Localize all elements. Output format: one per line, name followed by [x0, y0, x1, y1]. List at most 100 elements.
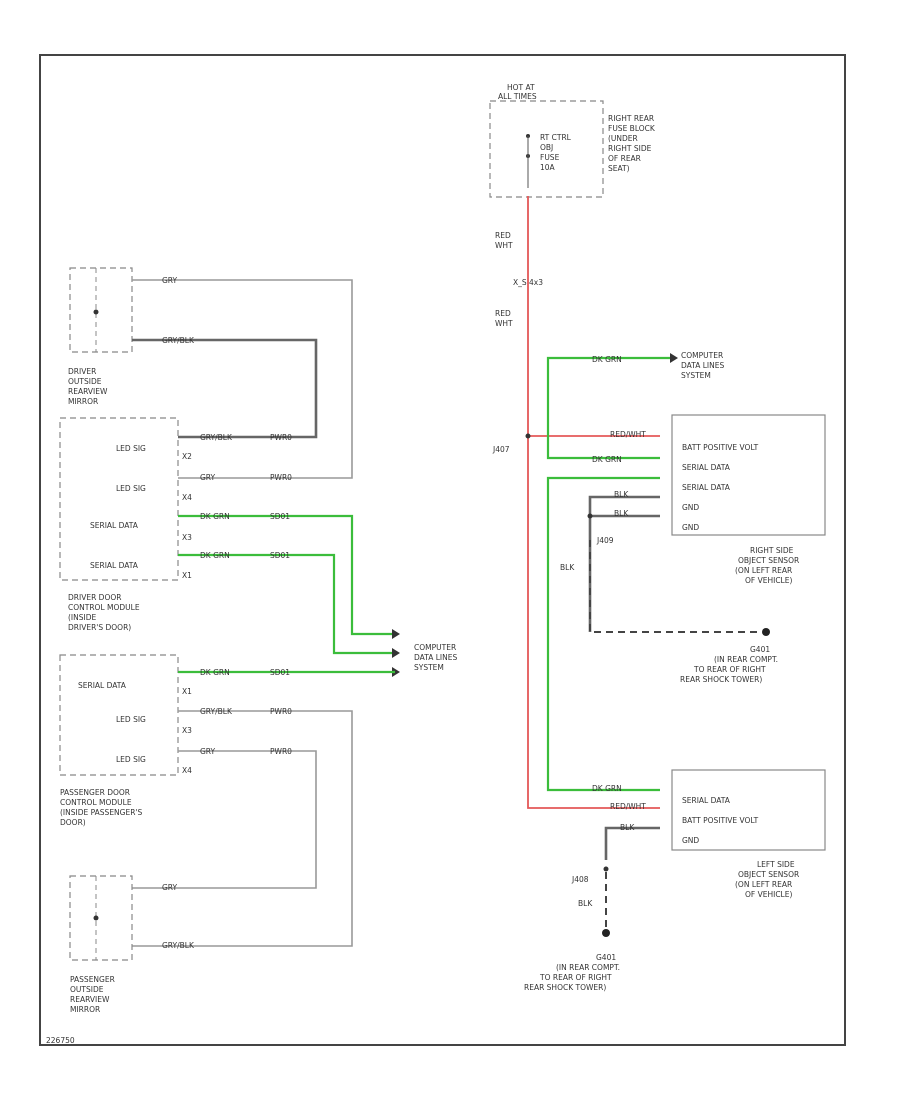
driver-door-pinid-1: X2	[182, 452, 192, 461]
passenger-door-label-4: DOOR)	[60, 818, 86, 827]
driver-door-box	[59, 417, 179, 581]
fuse-location-2: FUSE BLOCK	[608, 124, 656, 133]
right-ground-4: REAR SHOCK TOWER)	[680, 675, 762, 684]
driver-mirror-label-3: REARVIEW	[68, 387, 108, 396]
diagram-frame	[39, 54, 846, 1046]
data-links-ref-upper: COMPUTER DATA LINES SYSTEM	[681, 351, 724, 380]
fuse-hot-label: HOT AT	[507, 83, 535, 92]
arrow-data-links-3	[392, 667, 400, 677]
passenger-mirror-label-4: MIRROR	[70, 1005, 100, 1014]
right-ground-3: TO REAR OF RIGHT	[693, 665, 766, 674]
wire-label-blk-1: BLK	[614, 490, 629, 499]
right-ground-label: G401 (IN REAR COMPT. TO REAR OF RIGHT RE…	[680, 645, 778, 684]
left-sensor-pin-1: SERIAL DATA	[682, 796, 731, 805]
left-ground-2: (IN REAR COMPT.	[556, 963, 620, 972]
wire-label-dkgrn-3: DK GRN	[592, 784, 622, 793]
data-links-ref-center: COMPUTER DATA LINES SYSTEM	[414, 643, 457, 672]
left-gnd-node	[603, 866, 609, 872]
fuse-hot-sub: ALL TIMES	[498, 92, 537, 101]
passenger-door-pinid-3: X4	[182, 766, 192, 775]
driver-door-pin-2: LED SIG	[116, 484, 146, 493]
passenger-door-label-3: (INSIDE PASSENGER'S	[60, 808, 142, 817]
wire-label-gryblk-3: GRY/BLK	[200, 707, 233, 716]
driver-mirror-wire-gry	[132, 279, 353, 479]
wire-label-dkgrn-4: DK GRN	[200, 512, 230, 521]
wire-label-pwr-3: PWR0	[270, 707, 292, 716]
passenger-mirror-label-2: OUTSIDE	[70, 985, 104, 994]
passenger-mirror-box	[69, 875, 133, 961]
wire-label-pwr-4: PWR0	[270, 747, 292, 756]
arrow-data-links-2	[392, 648, 400, 658]
driver-mirror: DRIVER OUTSIDE REARVIEW MIRROR	[68, 267, 133, 406]
fuse-location-6: SEAT)	[608, 164, 630, 173]
driver-door-pinid-3: X3	[182, 533, 192, 542]
passenger-door-pinid-2: X3	[182, 726, 192, 735]
driver-door-pin-1: LED SIG	[116, 444, 146, 453]
right-ground-point	[762, 628, 770, 636]
data-links-upper-3: SYSTEM	[681, 371, 711, 380]
wire-label-dkgrn-5: DK GRN	[200, 551, 230, 560]
wire-label-dkgrn-6: DK GRN	[200, 668, 230, 677]
left-ground-point	[602, 929, 610, 937]
driver-door-pinid-2: X4	[182, 493, 192, 502]
wire-label-pwr-1: PWR0	[270, 433, 292, 442]
driver-mirror-box	[69, 267, 133, 353]
passenger-door-pin-3: LED SIG	[116, 755, 146, 764]
fuse-block: HOT AT ALL TIMES RT CTRL OBJ FUSE 10A RI…	[489, 83, 656, 198]
fuse-name-3: FUSE	[540, 153, 560, 162]
driver-door-pinid-4: X1	[182, 571, 192, 580]
driver-door-label-3: (INSIDE	[68, 613, 96, 622]
passenger-door-box	[59, 654, 179, 776]
right-sensor-label-4: OF VEHICLE)	[745, 576, 792, 585]
left-sensor-label-2: OBJECT SENSOR	[738, 870, 799, 879]
passenger-mirror-label-1: PASSENGER	[70, 975, 115, 984]
right-ground-1: G401	[750, 645, 770, 654]
passenger-door-pin-2: LED SIG	[116, 715, 146, 724]
wire-label-pwr-2: PWR0	[270, 473, 292, 482]
diagram-footer-id: 226750	[46, 1036, 75, 1045]
driver-door-label-1: DRIVER DOOR	[68, 593, 121, 602]
passenger-door-label-1: PASSENGER DOOR	[60, 788, 130, 797]
wire-label-gryblk-1: GRY/BLK	[162, 336, 195, 345]
wire-label-gryblk-2: GRY/BLK	[200, 433, 233, 442]
data-links-center-1: COMPUTER	[414, 643, 456, 652]
passenger-mirror: PASSENGER OUTSIDE REARVIEW MIRROR	[69, 875, 133, 1014]
power-wire-main	[527, 196, 660, 809]
fuse-name-1: RT CTRL	[540, 133, 572, 142]
right-sensor-pin-3: SERIAL DATA	[682, 483, 731, 492]
wire-label-blk-2: BLK	[614, 509, 629, 518]
wire-label-gry-4: GRY	[162, 883, 178, 892]
driver-mirror-label-2: OUTSIDE	[68, 377, 102, 386]
driver-mirror-wire-gryblk	[132, 338, 318, 439]
data-links-upper-2: DATA LINES	[681, 361, 724, 370]
passenger-led-wire-2	[132, 750, 317, 889]
left-sensor-pin-3: GND	[682, 836, 699, 845]
right-gnd-dashed	[589, 540, 760, 633]
left-ground-label: G401 (IN REAR COMPT. TO REAR OF RIGHT RE…	[524, 953, 620, 992]
right-sensor-label-3: (ON LEFT REAR	[735, 566, 792, 575]
right-sensor-pin-4: GND	[682, 503, 699, 512]
data-wire-upper	[546, 356, 672, 460]
right-sensor-label-1: RIGHT SIDE	[750, 546, 794, 555]
passenger-door-label-2: CONTROL MODULE	[60, 798, 132, 807]
driver-mirror-label-4: MIRROR	[68, 397, 98, 406]
passenger-led-wire-1	[132, 710, 353, 947]
wire-label-gryblk-4: GRY/BLK	[162, 941, 195, 950]
wire-label-gry-2: GRY	[200, 473, 216, 482]
wire-label-gry-1: GRY	[162, 276, 178, 285]
right-sensor-pin-5: GND	[682, 523, 699, 532]
left-sensor-label-3: (ON LEFT REAR	[735, 880, 792, 889]
wire-label-gry-3: GRY	[200, 747, 216, 756]
driver-door-label-4: DRIVER'S DOOR)	[68, 623, 131, 632]
left-sensor-label-1: LEFT SIDE	[757, 860, 795, 869]
wire-label-sd-3: SD01	[270, 668, 290, 677]
wire-label-blk-5: BLK	[578, 899, 593, 908]
right-gnd-node	[587, 513, 593, 519]
right-gnd-wire-1	[588, 495, 660, 632]
fuse-location-3: (UNDER	[608, 134, 638, 143]
wire-label-red-4: WHT	[495, 319, 513, 328]
arrow-data-links-upper	[670, 353, 678, 363]
wire-label-blk-4: BLK	[620, 823, 635, 832]
right-sensor-pin-1: BATT POSITIVE VOLT	[682, 443, 759, 452]
left-sensor-label-4: OF VEHICLE)	[745, 890, 792, 899]
